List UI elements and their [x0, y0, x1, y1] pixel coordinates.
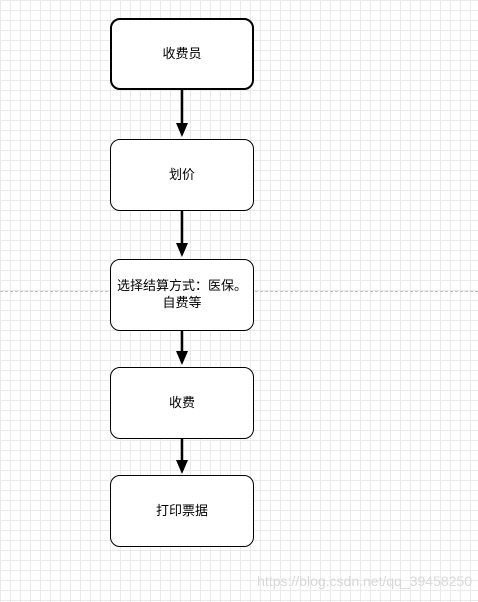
node-settlement[interactable]: 选择结算方式：医保。自费等 — [110, 259, 254, 331]
node-print-receipt-label: 打印票据 — [155, 503, 208, 519]
node-charge[interactable]: 收费 — [110, 367, 254, 439]
node-cashier[interactable]: 收费员 — [110, 18, 254, 90]
node-pricing-label: 划价 — [168, 167, 195, 183]
node-pricing[interactable]: 划价 — [110, 139, 254, 211]
node-print-receipt[interactable]: 打印票据 — [110, 475, 254, 547]
node-settlement-label: 选择结算方式：医保。自费等 — [117, 279, 248, 311]
arrowhead-cashier-to-pricing — [176, 123, 188, 137]
arrowhead-charge-to-print — [176, 460, 188, 474]
arrowhead-settlement-to-charge — [176, 351, 188, 365]
node-charge-label: 收费 — [168, 395, 195, 411]
arrowhead-pricing-to-settlement — [176, 243, 188, 257]
node-cashier-label: 收费员 — [162, 46, 202, 62]
watermark-url: https://blog.csdn.net/qq_39458250 — [257, 573, 472, 589]
